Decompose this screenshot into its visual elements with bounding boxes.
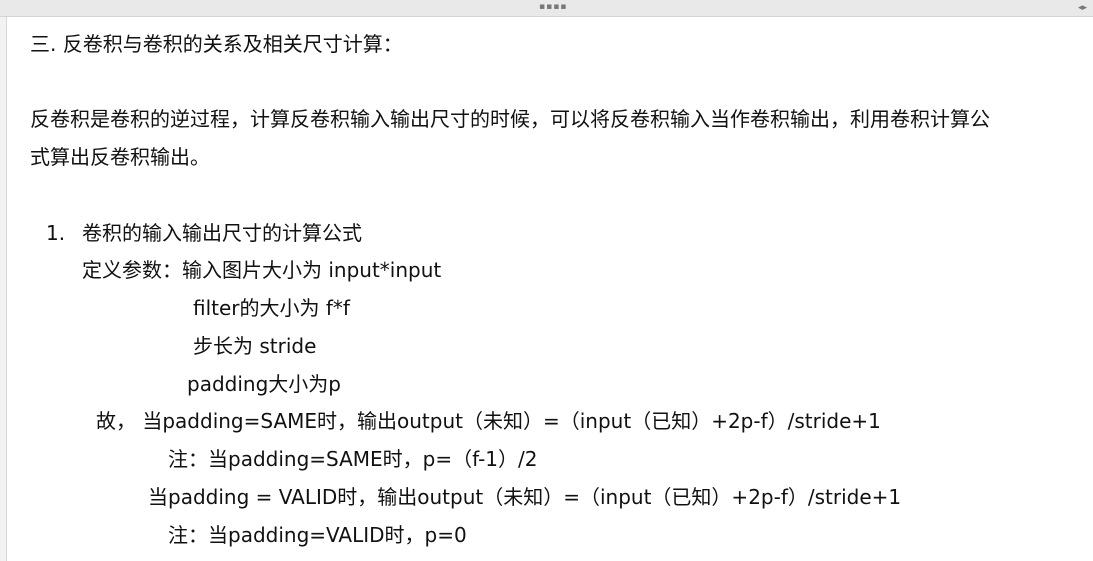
same-output-formula: 故， 当padding=SAME时，输出output（未知）=（input（已知…: [96, 409, 881, 433]
filter-size-line: filter的大小为 f*f: [193, 296, 350, 320]
padding-line: padding大小为p: [187, 372, 341, 396]
list-number: 1.: [46, 221, 66, 245]
define-params-line: 定义参数：输入图片大小为 input*input: [82, 258, 442, 282]
list-item-title: 卷积的输入输出尺寸的计算公式: [82, 221, 362, 245]
left-gutter: [0, 17, 7, 561]
valid-output-formula: 当padding = VALID时，输出output（未知）=（input（已知…: [148, 485, 902, 509]
section-heading: 三. 反卷积与卷积的关系及相关尺寸计算：: [30, 32, 403, 56]
valid-note: 注：当padding=VALID时，p=0: [168, 523, 467, 547]
paragraph-line-1: 反卷积是卷积的逆过程，计算反卷积输入输出尺寸的时候，可以将反卷积输入当作卷积输出…: [30, 107, 990, 131]
top-toolbar: ▪▪▪▪ ◂▸: [0, 0, 1093, 17]
same-note: 注：当padding=SAME时，p=（f-1）/2: [168, 447, 538, 471]
paragraph-line-2: 式算出反卷积输出。: [30, 145, 210, 169]
scroll-arrows-icon[interactable]: ◂▸: [1077, 3, 1087, 13]
drag-handle-icon[interactable]: ▪▪▪▪: [539, 2, 568, 12]
stride-line: 步长为 stride: [193, 334, 317, 358]
